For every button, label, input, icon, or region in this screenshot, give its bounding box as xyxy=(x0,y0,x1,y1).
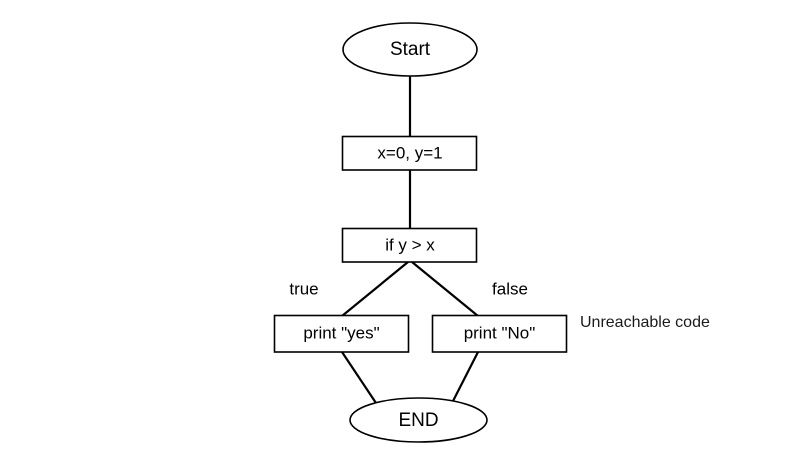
node-print-yes[interactable]: print "yes" xyxy=(273,314,410,353)
node-print-no[interactable]: print "No" xyxy=(431,314,568,353)
init-rect xyxy=(341,135,478,171)
annotation-unreachable-code: Unreachable code xyxy=(580,314,710,331)
condition-label: if y > x xyxy=(385,235,435,254)
node-condition[interactable]: if y > x xyxy=(341,227,478,263)
print-no-rect xyxy=(431,314,568,353)
edge-print-yes-to-end xyxy=(341,351,377,404)
print-yes-rect xyxy=(273,314,410,353)
end-label: END xyxy=(398,410,438,431)
start-ellipse xyxy=(342,22,478,77)
edge-print-no-to-end xyxy=(451,351,479,404)
end-ellipse xyxy=(349,397,488,443)
node-end[interactable]: END xyxy=(349,397,488,443)
node-start[interactable]: Start xyxy=(342,22,478,77)
print-no-label: print "No" xyxy=(464,323,536,342)
edge-condition-to-print-yes xyxy=(341,261,409,317)
edge-label-true: true xyxy=(289,279,318,298)
edge-condition-to-print-no xyxy=(411,261,479,317)
condition-rect xyxy=(341,227,478,263)
init-label: x=0, y=1 xyxy=(377,143,442,162)
start-label: Start xyxy=(390,39,431,60)
print-yes-label: print "yes" xyxy=(303,323,379,342)
node-init[interactable]: x=0, y=1 xyxy=(341,135,478,171)
edge-label-false: false xyxy=(492,279,528,298)
